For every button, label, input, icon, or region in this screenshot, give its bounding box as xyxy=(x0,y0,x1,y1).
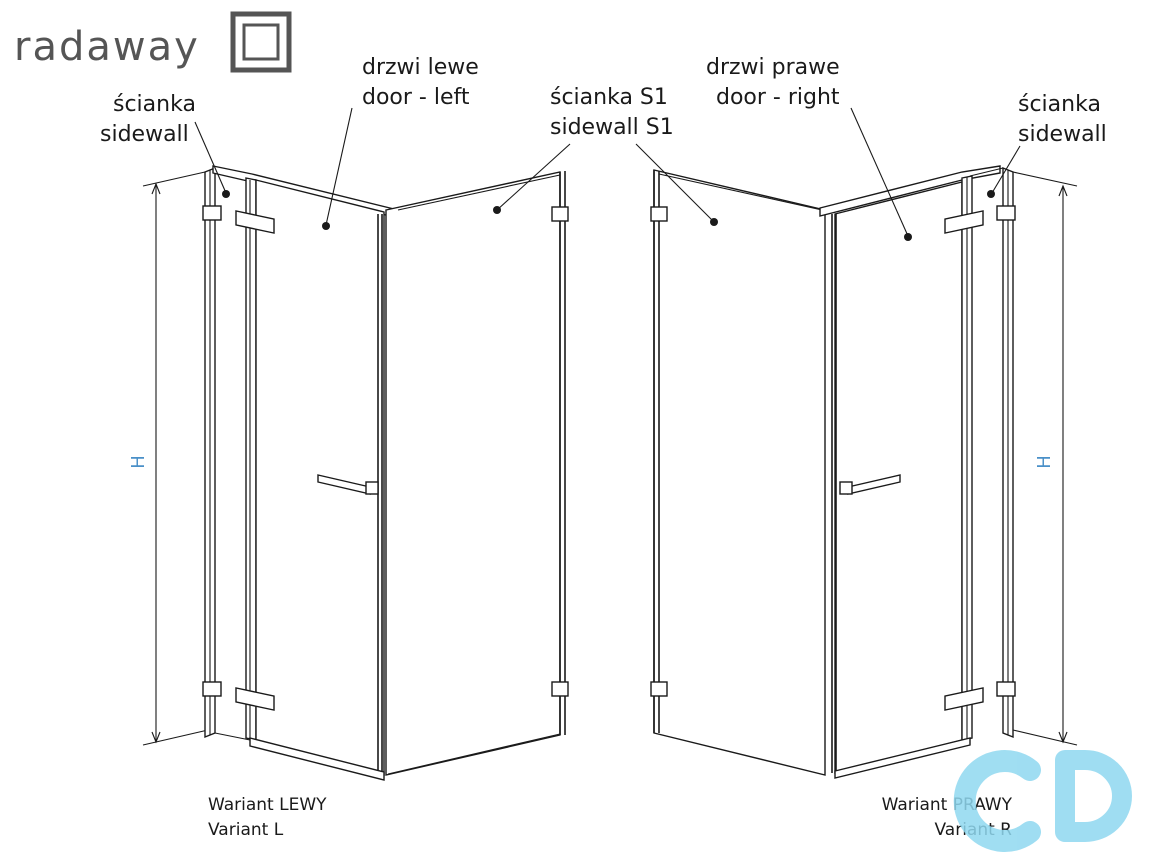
variant-captions: Wariant LEWY Variant L Wariant PRAWY Var… xyxy=(208,795,1013,840)
left-sidewall-s1-panel xyxy=(385,171,569,776)
caption-right-line1: Wariant PRAWY xyxy=(882,795,1013,815)
left-height-dimension: H xyxy=(128,171,209,746)
right-door-label-en: door - right xyxy=(716,85,840,110)
left-height-label: H xyxy=(128,455,149,469)
right-sidewall-panel xyxy=(969,166,1016,739)
right-door-label-pl: drzwi prawe xyxy=(706,55,840,80)
right-height-label: H xyxy=(1034,455,1055,469)
logo-square-icon xyxy=(230,11,292,73)
right-height-dimension: H xyxy=(1012,171,1078,746)
right-s1-marker xyxy=(710,218,718,226)
variant-left-drawing: H xyxy=(128,165,569,781)
logo-text: radaway xyxy=(14,24,200,70)
watermark-logo xyxy=(953,750,1132,852)
left-door-panel xyxy=(235,177,385,781)
left-door-marker xyxy=(322,222,330,230)
radaway-logo: radaway xyxy=(14,11,292,73)
caption-left-line1: Wariant LEWY xyxy=(208,795,327,815)
left-sidewall-label-en: sidewall xyxy=(100,122,189,147)
variant-right-drawing: H xyxy=(650,165,1078,779)
right-sidewall-label-pl: ścianka xyxy=(1018,92,1101,117)
left-s1-marker xyxy=(493,206,501,214)
s1-label-en: sidewall S1 xyxy=(550,115,674,140)
s1-label-pl: ścianka S1 xyxy=(550,85,668,110)
left-sidewall-marker xyxy=(222,190,230,198)
annotation-labels: ścianka sidewall drzwi lewe door - left … xyxy=(100,55,1107,147)
leader-lines xyxy=(194,107,1021,241)
right-sidewall-s1-panel xyxy=(650,169,826,776)
left-door-label-en: door - left xyxy=(362,85,470,110)
right-door-panel xyxy=(831,175,984,779)
right-door-marker xyxy=(904,233,912,241)
left-door-label-pl: drzwi lewe xyxy=(362,55,479,80)
caption-left-line2: Variant L xyxy=(208,820,284,840)
right-sidewall-marker xyxy=(987,190,995,198)
left-sidewall-label-pl: ścianka xyxy=(113,92,196,117)
right-sidewall-label-en: sidewall xyxy=(1018,122,1107,147)
right-top-rail xyxy=(819,165,1001,217)
left-sidewall-panel xyxy=(202,166,251,741)
